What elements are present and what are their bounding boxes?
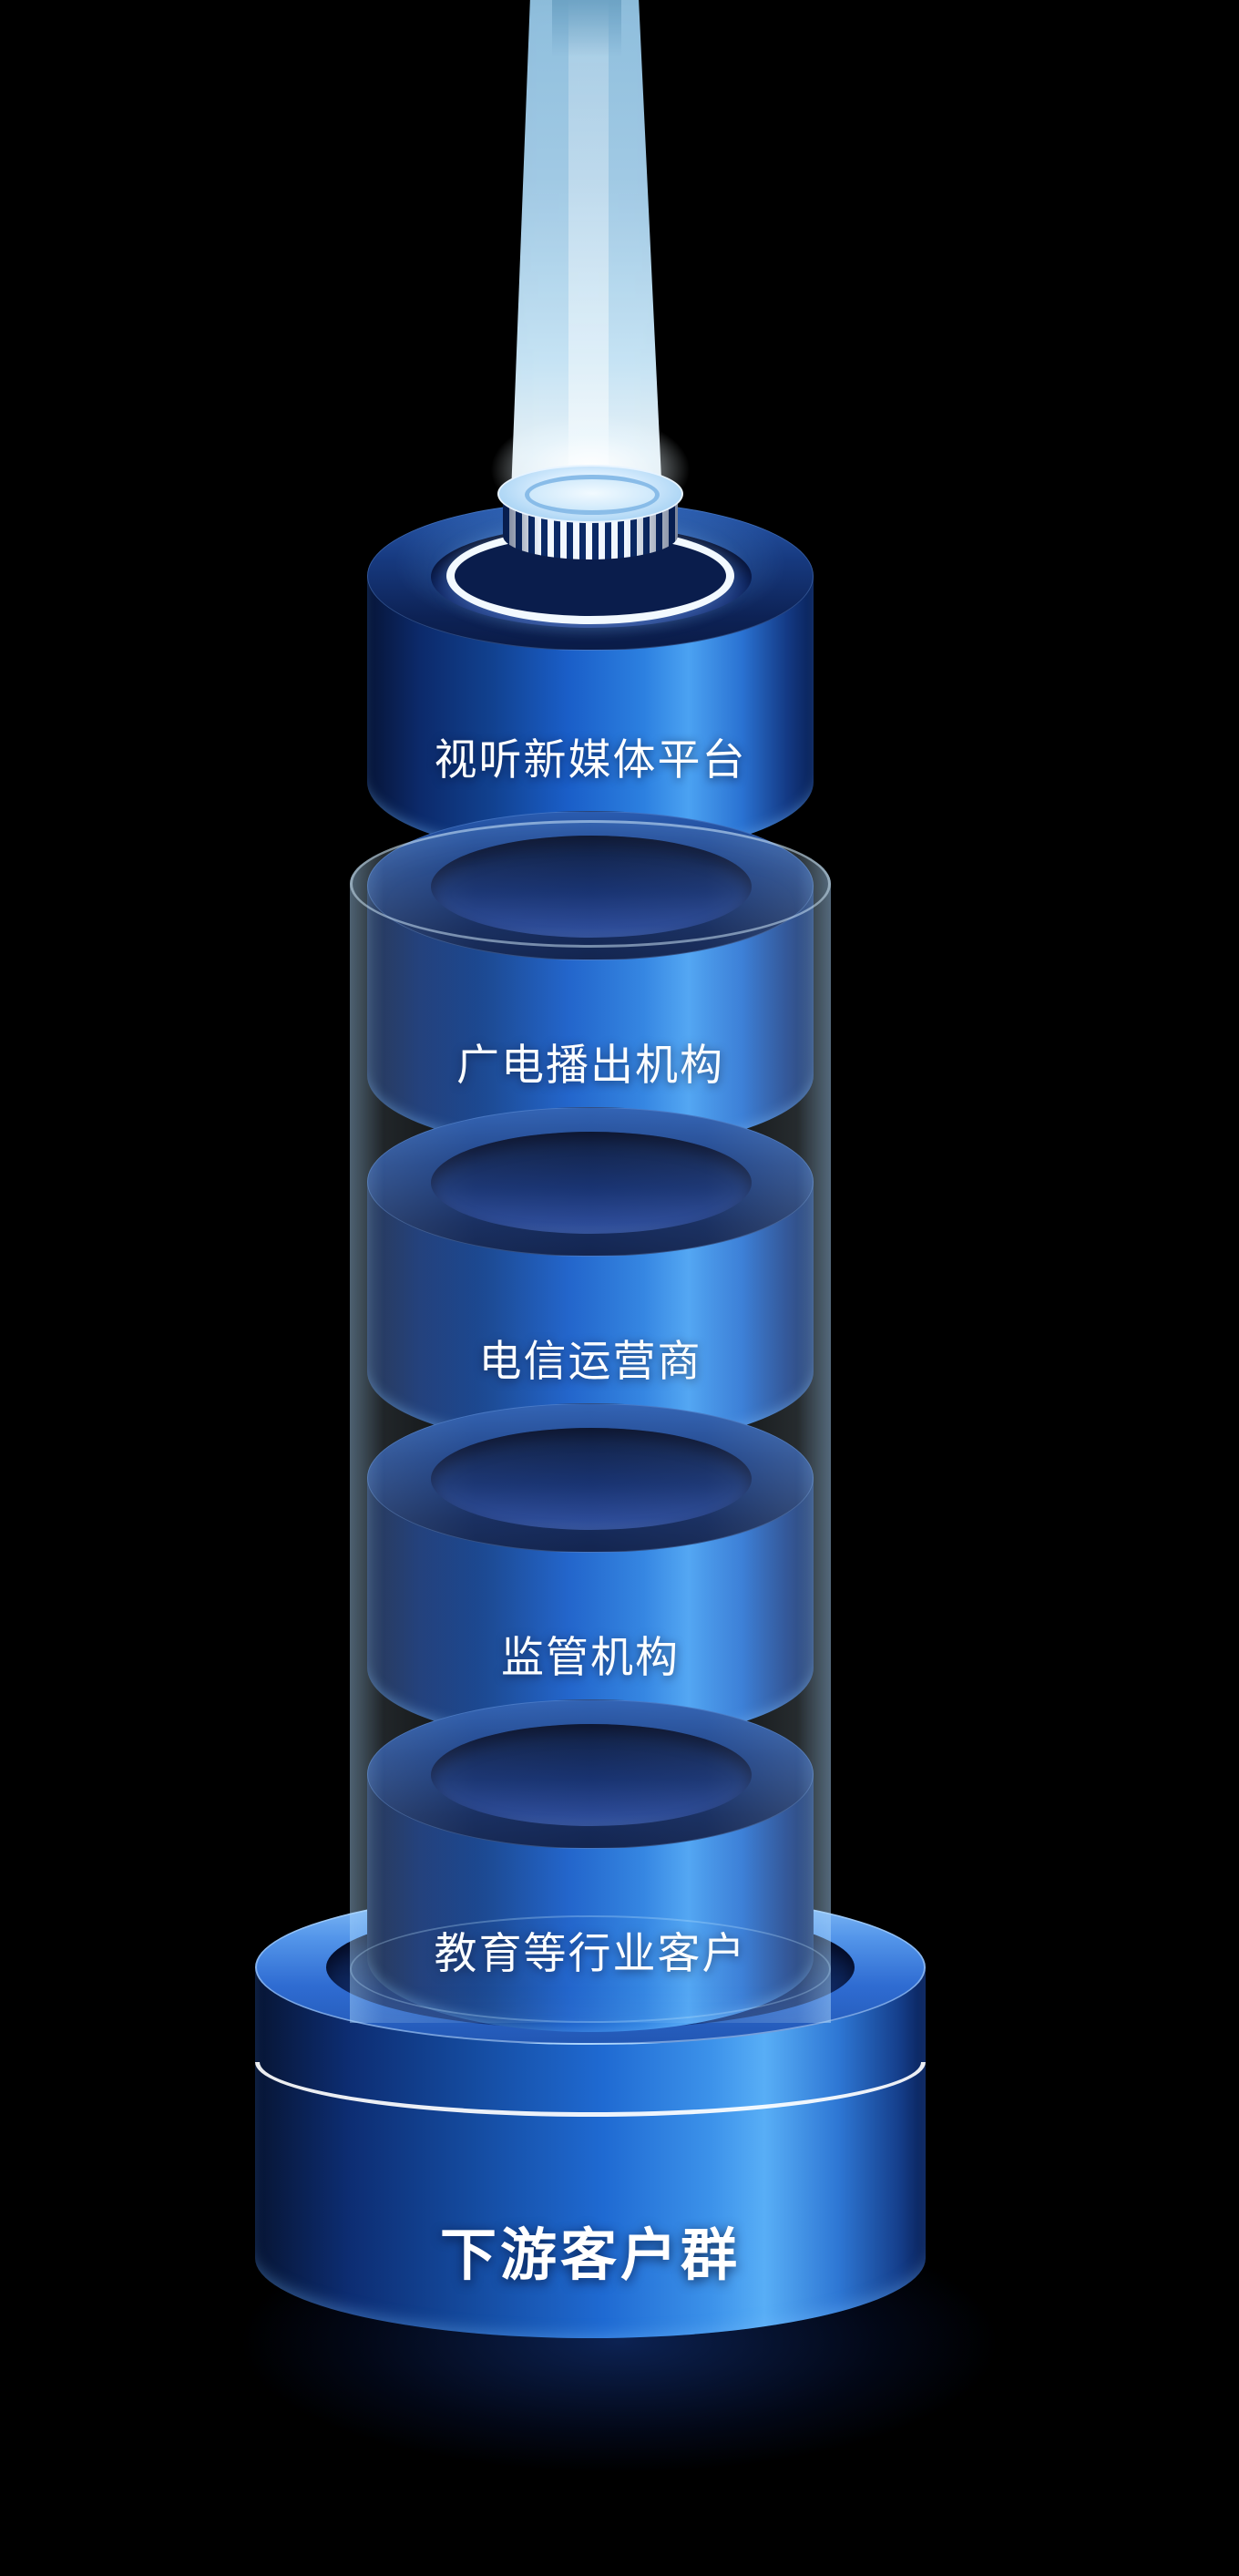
cylinder-top-inset — [431, 1132, 752, 1234]
cylinder-top-inset — [431, 1724, 752, 1826]
cap-top-inner-ring — [525, 475, 660, 515]
cylinder-top — [367, 1107, 814, 1257]
glass-tube — [350, 820, 831, 2023]
cylinder-top — [367, 1699, 814, 1849]
cylinder-top-inset — [431, 1428, 752, 1530]
cylinder-top — [367, 1403, 814, 1553]
layer-label-4: 监管机构 — [367, 1622, 814, 1685]
layer-label-2: 广电播出机构 — [367, 1030, 814, 1093]
layer-cylinder-4: 监管机构 — [367, 1403, 814, 1742]
glass-tube-top-rim — [350, 820, 831, 948]
cap-top-surface — [497, 465, 683, 523]
cap-knob — [497, 465, 683, 585]
layer-label-1: 视听新媒体平台 — [434, 735, 747, 784]
base-label: 下游客户群 — [439, 2224, 741, 2287]
light-beam-source — [552, 0, 621, 56]
glass-tube-bottom-rim — [350, 1915, 831, 2023]
layer-cylinder-5: 教育等行业客户 — [367, 1699, 814, 2032]
layer-cylinder-3: 电信运营商 — [367, 1107, 814, 1446]
layer-label-3: 电信运营商 — [367, 1326, 814, 1389]
